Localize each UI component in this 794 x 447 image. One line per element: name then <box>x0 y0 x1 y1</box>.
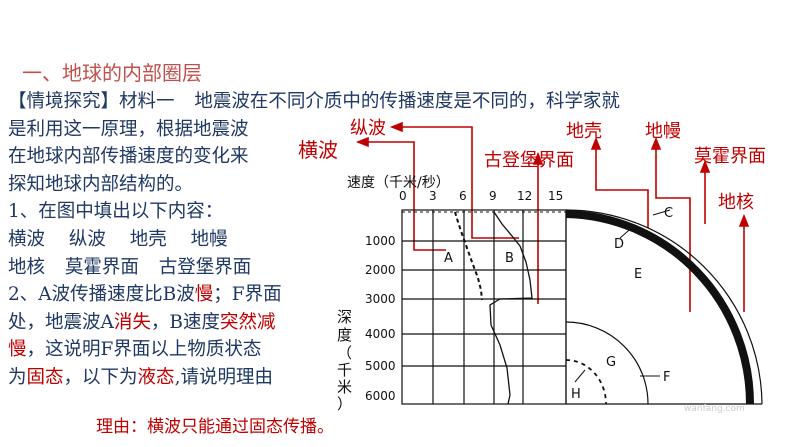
label-gutenberg: 古登堡界面 <box>484 150 574 171</box>
q2-text-g: ，以下为 <box>63 366 138 388</box>
para-line-3: 在地球内部传播速度的变化来 <box>8 146 249 168</box>
speed-tick-6: 6 <box>459 189 467 203</box>
material-text: 材料一 地震波在不同介质中的传播速度是不同的，科学家就 <box>119 91 620 112</box>
para-line-2: 是利用这一原理，根据地震波 <box>8 118 249 140</box>
q2-text-f: 为 <box>8 366 27 388</box>
section-letters: C D E F G H <box>571 206 673 402</box>
reason-answer: 理由：横波只能通过固态传播。 <box>96 417 334 437</box>
depth-char-3: （ <box>337 344 352 362</box>
question-1-items-a: 横波 纵波 地壳 地幔 <box>8 228 228 250</box>
arrowhead-2 <box>355 136 369 148</box>
label-core: 地核 <box>718 192 754 213</box>
arrowhead-5 <box>532 151 544 165</box>
leader-d <box>619 224 636 239</box>
answer-disappear: 消失 <box>113 311 151 333</box>
depth-tick-4000: 4000 <box>365 327 396 341</box>
depth-axis-label: 深 度 （ 千 米 ） <box>337 308 352 413</box>
speed-tick-15: 15 <box>548 189 563 203</box>
arrowhead-3 <box>590 136 602 150</box>
speed-axis-label: 速度（千米/秒） <box>347 175 450 191</box>
q2-text-a: 2、A波传播速度比B波 <box>8 284 195 306</box>
answer-slow: 慢 <box>194 284 214 306</box>
arrow-crust <box>595 145 649 228</box>
answer-solid: 固态 <box>26 366 64 388</box>
label-transverse-wave: 横波 <box>298 138 338 162</box>
answer-arrows <box>355 121 750 312</box>
core-boundary-arc <box>565 321 649 405</box>
answer-slow-2: 慢 <box>8 339 27 361</box>
q2-text-h: ,请说明理由 <box>174 366 273 388</box>
arrowhead-6 <box>699 159 711 173</box>
label-mantle: 地幔 <box>645 121 681 142</box>
inquiry-tag: 【情境探究】 <box>8 91 120 112</box>
depth-ticks: 1000 2000 3000 4000 5000 6000 <box>365 234 396 403</box>
earth-quarter-section <box>565 209 763 405</box>
depth-tick-1000: 1000 <box>365 234 396 248</box>
question-1: 1、在图中填出以下内容： <box>8 201 224 223</box>
wave-b-curve <box>489 211 533 405</box>
label-crust: 地壳 <box>566 121 602 142</box>
answer-sudden-drop: 突然减 <box>220 311 276 333</box>
letter-h: H <box>571 387 581 402</box>
leader-h <box>574 369 586 383</box>
wave-a-curve <box>454 211 483 301</box>
mantle-boundary-arc <box>565 210 754 405</box>
letter-d: D <box>614 237 624 252</box>
q2-text-d: ，B速度 <box>150 311 220 333</box>
wave-b-letter: B <box>505 251 514 266</box>
para-line-1: 【情境探究】材料一 地震波在不同介质中的传播速度是不同的，科学家就 <box>8 88 620 116</box>
watermark: wanfang.com <box>684 404 745 414</box>
letter-f: F <box>663 370 670 385</box>
arrow-longitudinal <box>398 126 519 239</box>
question-2-line-2: 处，地震波A消失，B速度突然减 <box>8 309 368 337</box>
material-paragraph: 【情境探究】材料一 地震波在不同介质中的传播速度是不同的，科学家就 是利用这一原… <box>8 88 620 392</box>
letter-e: E <box>634 267 642 282</box>
depth-tick-5000: 5000 <box>365 359 396 373</box>
label-longitudinal-wave: 纵波 <box>350 118 386 139</box>
arrow-transverse <box>364 141 446 251</box>
answer-liquid: 液态 <box>137 366 175 388</box>
question-2-line-3: 慢，这说明F界面以上物质状态 <box>8 336 368 364</box>
letter-c: C <box>664 206 673 221</box>
depth-char-6: ） <box>337 395 352 413</box>
depth-char-1: 深 <box>337 308 352 326</box>
speed-ticks: 0 3 6 9 12 15 <box>399 189 563 203</box>
speed-tick-0: 0 <box>399 189 407 203</box>
depth-char-5: 米 <box>337 378 352 396</box>
depth-char-4: 千 <box>337 361 352 379</box>
arrowhead-7 <box>738 213 750 227</box>
q2-text-b: ；F界面 <box>213 284 282 306</box>
depth-char-2: 度 <box>337 326 352 344</box>
crust-outer-arc <box>565 209 763 405</box>
label-moho: 莫霍界面 <box>694 146 766 167</box>
speed-tick-12: 12 <box>517 189 532 203</box>
depth-tick-3000: 3000 <box>365 292 396 306</box>
grid-frame <box>401 209 567 405</box>
arrowhead-1 <box>389 121 403 133</box>
speed-depth-grid <box>401 209 567 405</box>
q2-text-c: 处，地震波A <box>8 311 114 333</box>
para-line-4: 探知地球内部结构的。 <box>8 173 194 195</box>
q2-text-e: ，这说明F界面以上物质状态 <box>26 339 262 361</box>
question-2-line-1: 2、A波传播速度比B波慢；F界面 <box>8 281 368 309</box>
leader-c <box>652 209 671 216</box>
page-title: 一、地球的内部圈层 <box>22 61 202 85</box>
wave-a-letter: A <box>444 251 453 266</box>
depth-tick-2000: 2000 <box>365 263 396 277</box>
question-2-line-4: 为固态，以下为液态,请说明理由 <box>8 364 368 392</box>
speed-tick-9: 9 <box>489 189 497 203</box>
letter-g: G <box>606 355 616 370</box>
question-1-items-b: 地核 莫霍界面 古登堡界面 <box>8 256 252 278</box>
arrow-mantle <box>655 145 691 312</box>
arrowhead-4 <box>650 136 662 150</box>
depth-tick-6000: 6000 <box>365 389 396 403</box>
speed-tick-3: 3 <box>429 189 437 203</box>
inner-core-dashed <box>565 359 607 405</box>
